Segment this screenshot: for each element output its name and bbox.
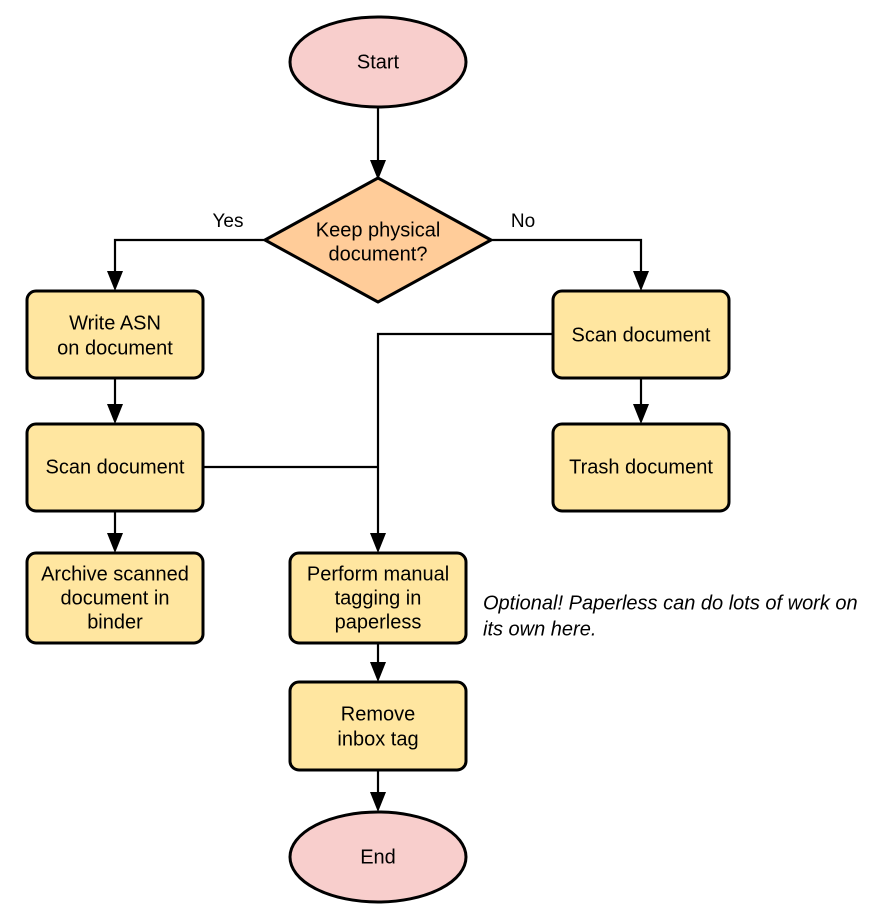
arrow-head-into-archive [107, 533, 123, 553]
edge-line-scan-right-tagging [376, 332, 553, 543]
start-ellipse[interactable] [288, 15, 468, 109]
arrow-head-into-scan-left [107, 404, 123, 424]
edge-label-no: No [511, 211, 535, 232]
edge-scan-right-to-tagging [376, 332, 553, 543]
remove-inbox-label-line1: Remove [341, 703, 415, 725]
tagging-label-line1: Perform manual [307, 563, 449, 585]
archive-label-line1: Archive scanned [41, 563, 189, 585]
decision-label-line2: document? [329, 243, 428, 265]
edge-write-asn-to-scan-left [107, 378, 123, 424]
edge-remove-inbox-to-end [370, 770, 386, 812]
edge-line-decision-no [491, 238, 643, 281]
trash-document-label: Trash document [569, 456, 713, 478]
node-scan-document-right[interactable]: Scan document [551, 289, 731, 380]
edge-scan-right-to-trash [633, 378, 649, 424]
edge-decision-yes [107, 232, 285, 291]
edge-tagging-to-remove-inbox [370, 643, 386, 682]
write-asn-label-line2: on document [57, 337, 173, 359]
end-label: End [360, 846, 396, 868]
node-decision-keep-physical-document[interactable]: Keep physical document? [263, 176, 493, 304]
arrow-head-into-end [370, 792, 386, 812]
write-asn-box[interactable] [25, 289, 205, 380]
edge-label-yes: Yes [213, 211, 244, 232]
arrow-head-into-tagging [370, 533, 386, 553]
edge-layer [107, 107, 649, 812]
edge-start-to-decision [370, 107, 386, 180]
node-layer: Start Keep physical document? Yes No Wri… [25, 15, 858, 904]
arrow-head-into-trash [633, 404, 649, 424]
scan-document-right-box[interactable] [551, 289, 731, 380]
node-start[interactable]: Start [288, 15, 468, 109]
node-end[interactable]: End [288, 810, 468, 904]
tagging-box[interactable] [288, 551, 468, 645]
node-trash-document[interactable]: Trash document [551, 422, 731, 513]
edge-scan-left-to-archive [107, 511, 123, 553]
scan-document-left-label: Scan document [46, 456, 185, 478]
remove-inbox-label-line2: inbox tag [337, 728, 418, 750]
annotation-line2: its own here. [483, 618, 596, 640]
arrow-head-into-decision [370, 160, 386, 180]
annotation-line1: Optional! Paperless can do lots of work … [483, 592, 858, 614]
arrow-head-into-remove-inbox [370, 662, 386, 682]
scan-document-right-label: Scan document [572, 324, 711, 346]
start-label: Start [357, 51, 400, 73]
node-write-asn-on-document[interactable]: Write ASN on document [25, 289, 205, 380]
trash-document-box[interactable] [551, 422, 731, 513]
node-remove-inbox-tag[interactable]: Remove inbox tag [288, 680, 468, 772]
arrow-head-into-write-asn [107, 271, 123, 291]
edge-decision-no [471, 232, 649, 291]
annotation-optional-paperless: Optional! Paperless can do lots of work … [483, 592, 858, 640]
write-asn-label-line1: Write ASN [69, 312, 161, 334]
node-scan-document-left[interactable]: Scan document [25, 422, 205, 513]
tagging-label-line3: paperless [335, 611, 422, 633]
archive-box[interactable] [25, 551, 205, 645]
decision-label-line1: Keep physical [316, 219, 441, 241]
tagging-label-line2: tagging in [335, 587, 422, 609]
archive-label-line3: binder [87, 611, 143, 633]
node-perform-manual-tagging-in-paperless[interactable]: Perform manual tagging in paperless [288, 551, 468, 645]
end-ellipse[interactable] [288, 810, 468, 904]
remove-inbox-tag-box[interactable] [288, 680, 468, 772]
arrow-head-into-scan-right [633, 271, 649, 291]
edge-line-decision-yes [113, 238, 265, 281]
scan-document-left-box[interactable] [25, 422, 205, 513]
archive-label-line2: document in [61, 587, 170, 609]
decision-diamond[interactable] [263, 176, 493, 304]
node-archive-scanned-document-in-binder[interactable]: Archive scanned document in binder [25, 551, 205, 645]
